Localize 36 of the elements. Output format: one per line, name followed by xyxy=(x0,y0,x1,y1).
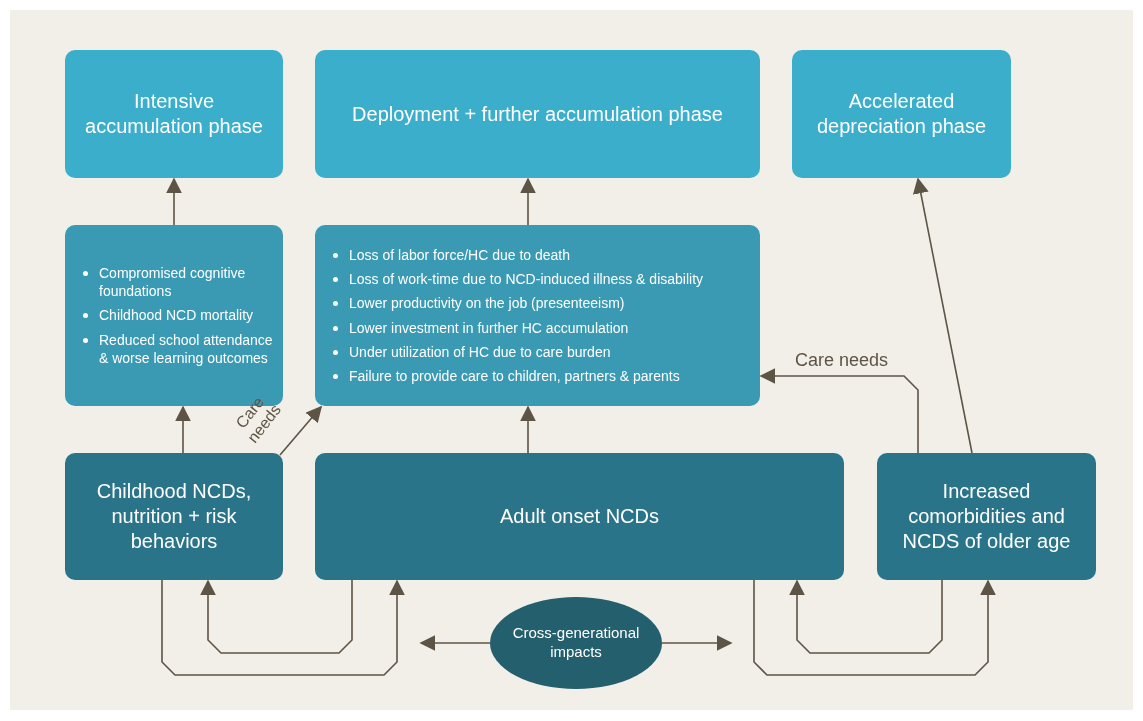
arrow xyxy=(175,405,191,454)
phase-box xyxy=(315,50,760,178)
bullet-item: Loss of labor force/HC due to death xyxy=(349,246,571,263)
box-title: Intensive accumulation phase xyxy=(84,89,264,139)
arrow xyxy=(419,635,491,651)
arrow xyxy=(520,177,536,226)
bullet-item: Lower productivity on the job (presenteeism) xyxy=(349,295,625,312)
bullet-item: Reduced school attendance & worse learning outcomes xyxy=(99,331,273,366)
arrow xyxy=(161,579,405,676)
cause-box xyxy=(65,453,283,580)
arrow xyxy=(753,579,996,676)
ellipse-label: Cross-generational impacts xyxy=(511,624,641,662)
box-title: Increased comorbidities and NCDS of older age xyxy=(901,479,1072,554)
phase-box xyxy=(792,50,1011,178)
box-title: Adult onset NCDs xyxy=(500,504,659,529)
bullet-item: Failure to provide care to children, partners & parents xyxy=(349,367,680,384)
arrow xyxy=(166,177,182,226)
arrow xyxy=(279,405,323,456)
bullet-item: Compromised cognitive foundations xyxy=(99,265,246,300)
arrow xyxy=(661,635,733,651)
box-title: Childhood NCDs, nutrition + risk behaviors xyxy=(95,479,253,554)
arrow xyxy=(789,579,943,654)
arrow xyxy=(520,405,536,454)
arrow xyxy=(200,579,353,654)
impact-list-box xyxy=(315,225,760,406)
bullet-item: Loss of work-time due to NCD-induced illness & disability xyxy=(349,271,704,288)
arrow xyxy=(912,177,973,454)
cause-box xyxy=(315,453,844,580)
cause-box xyxy=(877,453,1096,580)
arrow xyxy=(759,368,919,454)
box-title: Accelerated depreciation phase xyxy=(816,89,987,139)
phase-box xyxy=(65,50,283,178)
bullet-item: Lower investment in further HC accumulation xyxy=(349,319,629,336)
bullet-item: Under utilization of HC due to care burden xyxy=(349,343,611,360)
box-title: Deployment + further accumulation phase xyxy=(352,101,723,127)
bullet-item: Childhood NCD mortality xyxy=(99,307,254,324)
